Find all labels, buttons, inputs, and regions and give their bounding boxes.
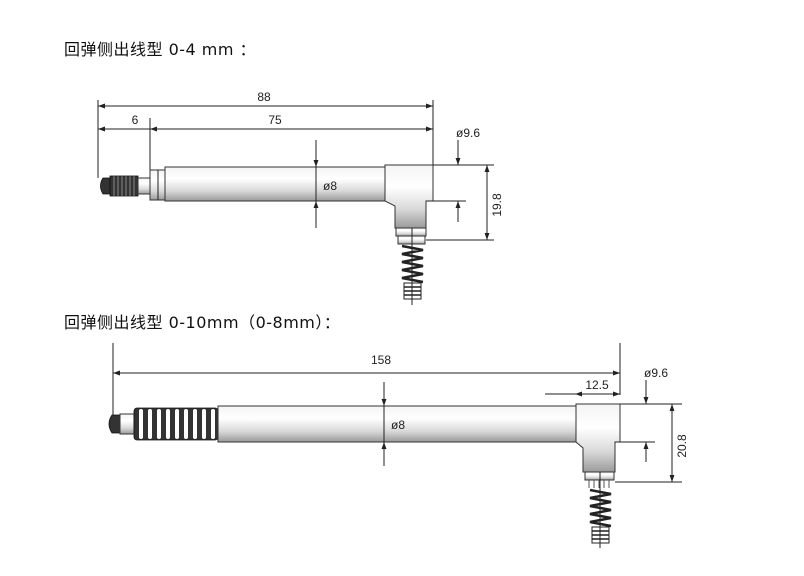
probe-tip-holder-2 [119,413,135,435]
probe-tip-ball-2 [108,414,121,434]
dim-body-length: 75 [268,113,282,127]
dim-body-diameter: ø8 [323,179,337,193]
dim-cable-diameter-2: ø9.6 [644,366,668,380]
dim-body-diameter-2: ø8 [391,418,405,432]
drawing-1-heading: 回弹侧出线型 0-4 mm ： [64,40,257,59]
probe-head-2 [575,403,621,473]
bellows [133,407,219,441]
dim-total-length-2: 158 [371,353,391,367]
dim-total-length: 88 [257,90,271,104]
cable-nut [395,227,427,237]
drawing-1: 88 6 75 [97,90,504,305]
dim-tip-length: 6 [132,113,139,127]
drawing-2-heading: 回弹侧出线型 0-10mm（0-8mm）： [64,313,341,332]
dim-head-height-2: 20.8 [675,434,689,458]
dim-cable-diameter: ø9.6 [456,126,480,140]
dim-head-width: 12.5 [585,378,609,392]
probe-head [384,164,434,229]
probe-body [164,166,386,202]
probe-neck [137,177,151,195]
drawing-2: 158 12.5 [108,343,689,548]
dim-head-height: 19.8 [490,193,504,217]
probe-tip-ball [100,177,111,195]
probe-body-2 [217,405,577,443]
